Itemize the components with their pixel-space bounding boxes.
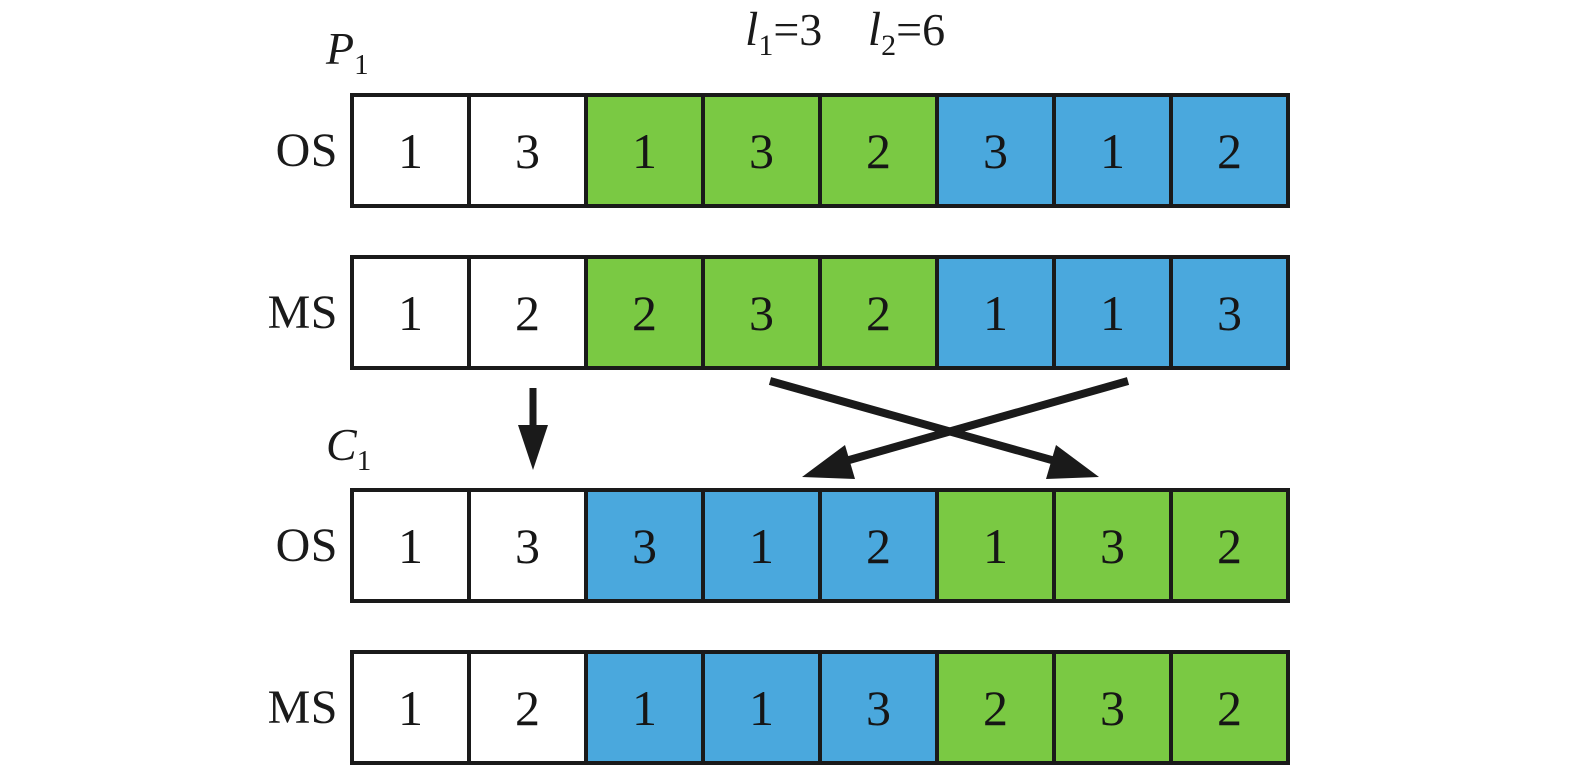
gene-cell: 2 (467, 255, 588, 370)
parent-label-subscript: 1 (354, 49, 369, 82)
gene-cell: 3 (1052, 650, 1173, 765)
gene-cell: 2 (1169, 650, 1290, 765)
row-label-child-os: OS (275, 519, 338, 572)
l2-value: =6 (896, 4, 946, 55)
copy-arrow-down-icon (518, 388, 548, 470)
gene-cell: 1 (1052, 255, 1173, 370)
l2-subscript: 2 (881, 29, 897, 63)
row-label-parent-ms: MS (267, 286, 338, 339)
gene-cell: 1 (935, 488, 1056, 603)
swap-arrow-green-to-right-icon (768, 377, 1099, 479)
gene-cell: 2 (818, 93, 939, 208)
gene-cell: 1 (350, 488, 471, 603)
gene-cell: 1 (1052, 93, 1173, 208)
gene-cell: 3 (701, 255, 822, 370)
gene-cell: 3 (1052, 488, 1173, 603)
gene-cell: 3 (467, 93, 588, 208)
swap-arrow-blue-to-left-icon (802, 377, 1130, 479)
child-chromosome-label: C1 (326, 418, 371, 478)
gene-cell: 2 (1169, 488, 1290, 603)
gene-cell: 2 (935, 650, 1056, 765)
gene-cell: 3 (584, 488, 705, 603)
gene-cell: 2 (818, 255, 939, 370)
row-label-parent-os: OS (275, 124, 338, 177)
row-label-child-ms: MS (267, 681, 338, 734)
segment-length-annotation: l1=3 l2=6 (745, 2, 945, 63)
gene-cell: 1 (350, 650, 471, 765)
l1-variable: l (745, 3, 759, 56)
gene-cell: 3 (1169, 255, 1290, 370)
gene-cell: 3 (467, 488, 588, 603)
gene-cell: 3 (818, 650, 939, 765)
gene-cell: 1 (701, 488, 822, 603)
child-label-variable: C (326, 419, 357, 470)
gene-cell: 1 (584, 650, 705, 765)
gene-cell: 1 (701, 650, 822, 765)
gene-cell: 1 (584, 93, 705, 208)
l1-subscript: 1 (758, 29, 774, 63)
parent-chromosome-label: P1 (326, 22, 369, 82)
gene-cell: 2 (584, 255, 705, 370)
gene-cell: 2 (467, 650, 588, 765)
gene-cell: 2 (1169, 93, 1290, 208)
gene-cell: 3 (935, 93, 1056, 208)
gene-cell: 2 (818, 488, 939, 603)
gene-cell: 1 (350, 93, 471, 208)
gene-cell: 3 (701, 93, 822, 208)
gene-cell: 1 (935, 255, 1056, 370)
l1-value: =3 (773, 4, 823, 55)
parent-label-variable: P (326, 23, 355, 74)
l2-variable: l (867, 3, 882, 56)
gene-cell: 1 (350, 255, 471, 370)
child-label-subscript: 1 (356, 445, 372, 478)
